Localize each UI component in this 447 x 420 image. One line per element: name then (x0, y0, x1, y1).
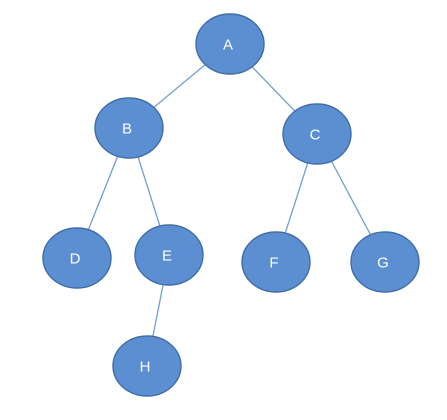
node-label: D (70, 251, 81, 268)
node-circle (195, 13, 265, 75)
node-label: G (377, 255, 389, 272)
node-circle (134, 224, 204, 286)
node-label: A (223, 37, 233, 54)
node-label: F (269, 255, 278, 272)
node-circle (94, 97, 164, 159)
node-circle (112, 335, 182, 397)
node-label: B (122, 121, 132, 138)
node-label: H (140, 359, 151, 376)
node-label: C (310, 127, 321, 144)
node-b: B (94, 97, 164, 159)
node-g: G (350, 231, 420, 293)
node-circle (282, 103, 352, 165)
node-e: E (134, 224, 204, 286)
node-circle (42, 227, 112, 289)
node-circle (350, 231, 420, 293)
node-a: A (195, 13, 265, 75)
node-c: C (282, 103, 352, 165)
node-circle (241, 231, 311, 293)
node-d: D (42, 227, 112, 289)
node-h: H (112, 335, 182, 397)
tree-edges (76, 43, 386, 367)
node-f: F (241, 231, 311, 293)
tree-nodes: A B C D E F G H (42, 13, 420, 397)
node-label: E (162, 248, 172, 265)
